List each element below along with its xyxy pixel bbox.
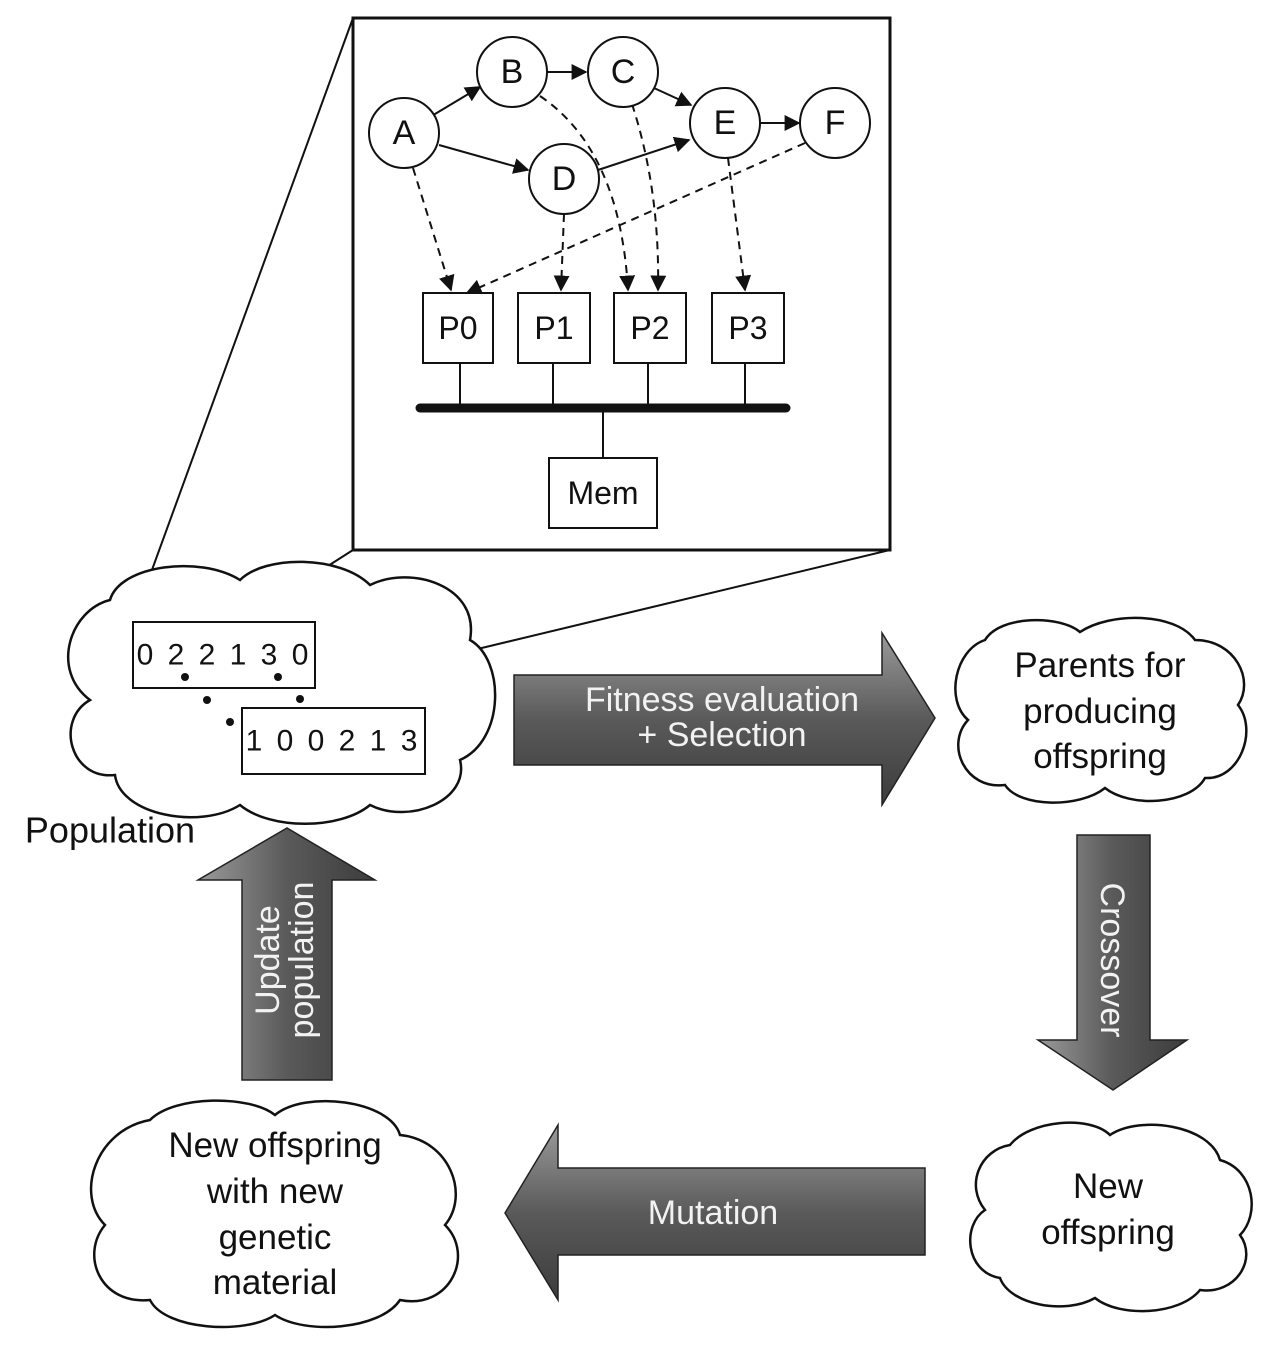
processor-label-p2: P2 — [630, 310, 669, 346]
task-label-d: D — [552, 160, 577, 198]
population-cloud — [66, 560, 497, 825]
task-label-a: A — [393, 114, 416, 152]
new-offspring-label-line-2: offspring — [1041, 1213, 1175, 1252]
processor-label-p3: P3 — [728, 310, 767, 346]
new-offspring-label-line-1: New — [1073, 1167, 1144, 1206]
task-graph-edges — [429, 64, 801, 174]
mutated-offspring-label-line-3: genetic — [219, 1218, 332, 1257]
task-nodes — [368, 36, 871, 215]
task-label-b: B — [501, 53, 524, 91]
map-f-p0 — [465, 142, 806, 295]
map-a-p0 — [412, 167, 455, 292]
mutated-offspring-label-line-4: material — [213, 1263, 337, 1302]
task-node-d — [528, 143, 600, 215]
task-label-e: E — [714, 104, 737, 142]
mutated-offspring-label-line-2: with new — [206, 1172, 344, 1211]
update-arrow — [195, 827, 378, 1081]
edge-c-e — [653, 87, 693, 107]
processor-label-p0: P0 — [438, 310, 477, 346]
fitness-arrow — [513, 630, 936, 808]
processor-p0 — [422, 292, 494, 364]
edge-a-d — [438, 144, 530, 174]
fitness-label-line-2: + Selection — [637, 716, 806, 754]
edge-a-b — [429, 86, 482, 118]
parents-label-line-2: producing — [1023, 692, 1177, 731]
chromosome-1-genes: 0 2 2 1 3 0 — [137, 639, 312, 672]
mutation-arrow — [504, 1122, 926, 1303]
mutation-label: Mutation — [648, 1194, 778, 1232]
flow-arrows — [195, 630, 1190, 1303]
task-node-a — [368, 97, 440, 169]
ellipsis-dots — [181, 673, 304, 726]
task-node-c — [587, 36, 659, 108]
task-node-e — [689, 87, 761, 159]
processor-p1 — [517, 292, 591, 364]
chromosomes — [132, 621, 426, 775]
task-node-b — [476, 36, 548, 108]
chromosome-box-2 — [241, 707, 426, 775]
parents-cloud — [954, 616, 1248, 804]
fitness-label-line-1: Fitness evaluation — [585, 681, 859, 719]
update-label-line-2: population — [283, 882, 321, 1039]
parents-label-line-3: offspring — [1033, 737, 1167, 776]
map-b-p2 — [539, 95, 636, 292]
task-node-f — [799, 87, 871, 159]
task-mapping-edges — [412, 95, 806, 295]
crossover-label: Crossover — [1093, 883, 1131, 1038]
processor-label-p1: P1 — [534, 310, 573, 346]
task-label-f: F — [825, 104, 846, 142]
new-offspring-cloud — [969, 1121, 1253, 1313]
memory-box — [548, 457, 658, 529]
population-label: Population — [25, 810, 195, 851]
edge-d-e — [597, 136, 691, 171]
memory-label: Mem — [567, 475, 638, 511]
crossover-arrow — [1035, 834, 1190, 1091]
processor-p3 — [711, 292, 785, 364]
processor-architecture — [415, 292, 791, 529]
mutated-offspring-label-line-1: New offspring — [168, 1126, 381, 1165]
task-labels: A B C D E F — [393, 53, 846, 198]
update-label-line-1: Update — [249, 905, 287, 1015]
map-c-p2 — [631, 103, 667, 292]
parents-label-line-1: Parents for — [1014, 646, 1186, 685]
task-label-c: C — [611, 53, 636, 91]
map-d-p1 — [553, 213, 570, 292]
chromosome-box-1 — [132, 621, 316, 689]
processor-labels: P0 P1 P2 P3 Mem — [438, 310, 767, 511]
mutated-offspring-cloud — [89, 1099, 460, 1329]
chromosome-2-genes: 1 0 0 2 1 3 — [246, 725, 421, 758]
processor-p2 — [613, 292, 687, 364]
